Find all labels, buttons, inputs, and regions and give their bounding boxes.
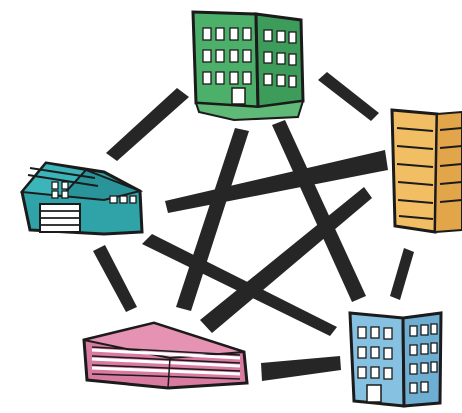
orange-tower-building-icon [390,108,462,234]
connector-bottomleft-bottomright [261,356,341,381]
connector-right-bottomleft [200,187,372,333]
connector-top-right [318,72,379,121]
blue-office-building-icon [348,311,443,408]
connector-top-bottomright [272,120,366,302]
green-office-building-icon [191,10,305,122]
connector-lines [93,72,414,381]
connector-right-left [165,150,388,213]
connector-top-left [106,88,189,161]
teal-warehouse-icon [20,161,144,236]
connector-right-bottomright [390,248,414,300]
pink-low-building-icon [82,321,249,390]
connector-left-bottomleft [93,245,137,312]
connector-left-bottomright [142,234,337,336]
